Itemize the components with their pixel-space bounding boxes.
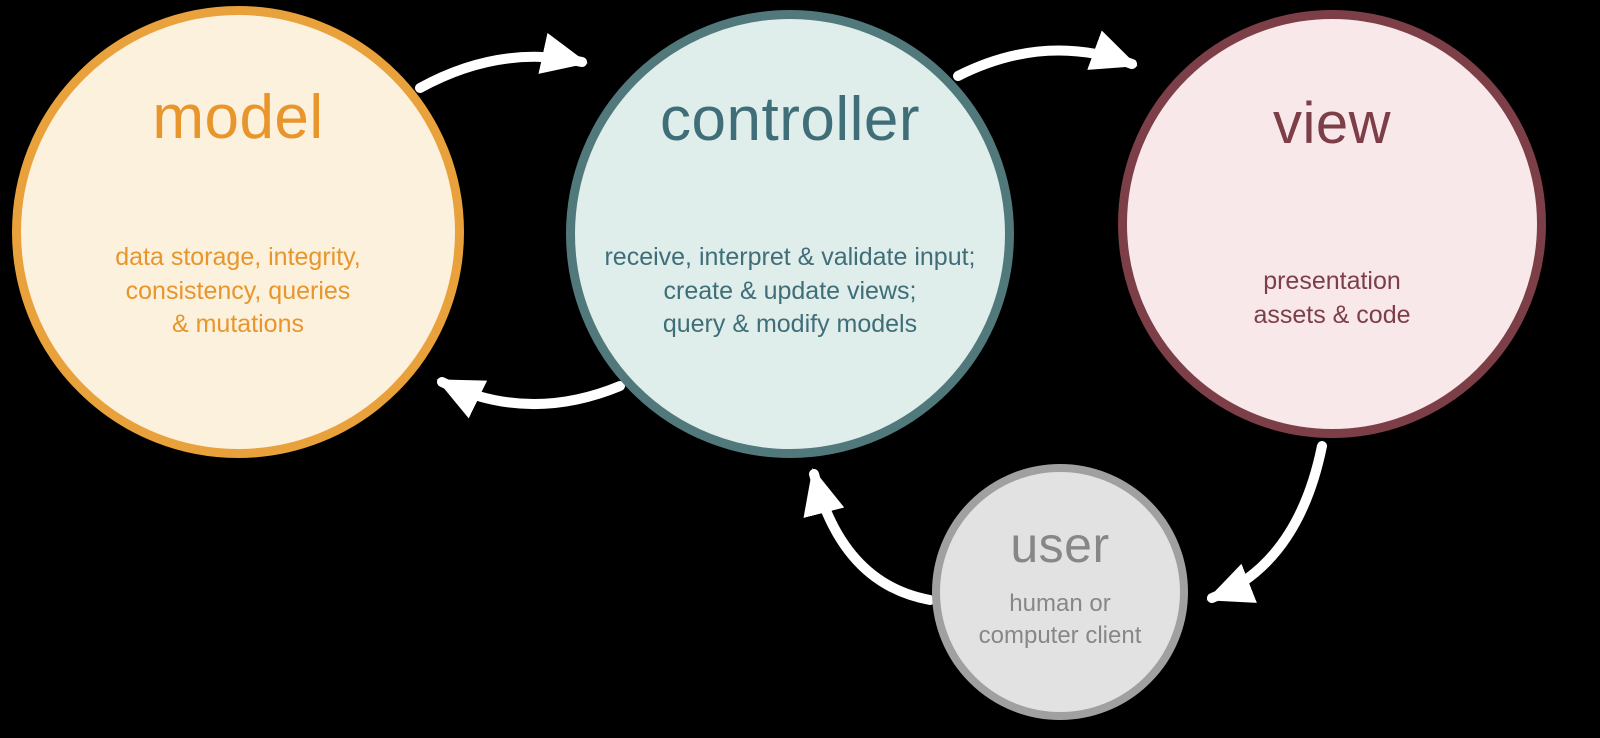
arrow-model-to-controller — [415, 32, 588, 93]
user-description: human or computer client — [978, 590, 1142, 650]
model-description: data storage, integrity, consistency, qu… — [115, 243, 361, 338]
view-node: view presentation assets & code — [1118, 10, 1546, 438]
arrow-controller-to-model — [436, 377, 625, 419]
arrow-user-to-controller — [803, 468, 935, 605]
controller-description: receive, interpret & validate input; cre… — [604, 243, 976, 338]
model-node: model data storage, integrity, consisten… — [12, 6, 464, 458]
view-title: view — [1272, 91, 1392, 156]
view-description: presentation assets & code — [1253, 267, 1411, 329]
model-title: model — [152, 83, 324, 152]
arrow-controller-to-view — [953, 30, 1138, 81]
user-title: user — [1010, 517, 1110, 573]
user-node: user human or computer client — [932, 464, 1188, 720]
arrow-view-to-user — [1206, 441, 1327, 603]
controller-title: controller — [660, 85, 920, 154]
controller-node: controller receive, interpret & validate… — [566, 10, 1014, 458]
